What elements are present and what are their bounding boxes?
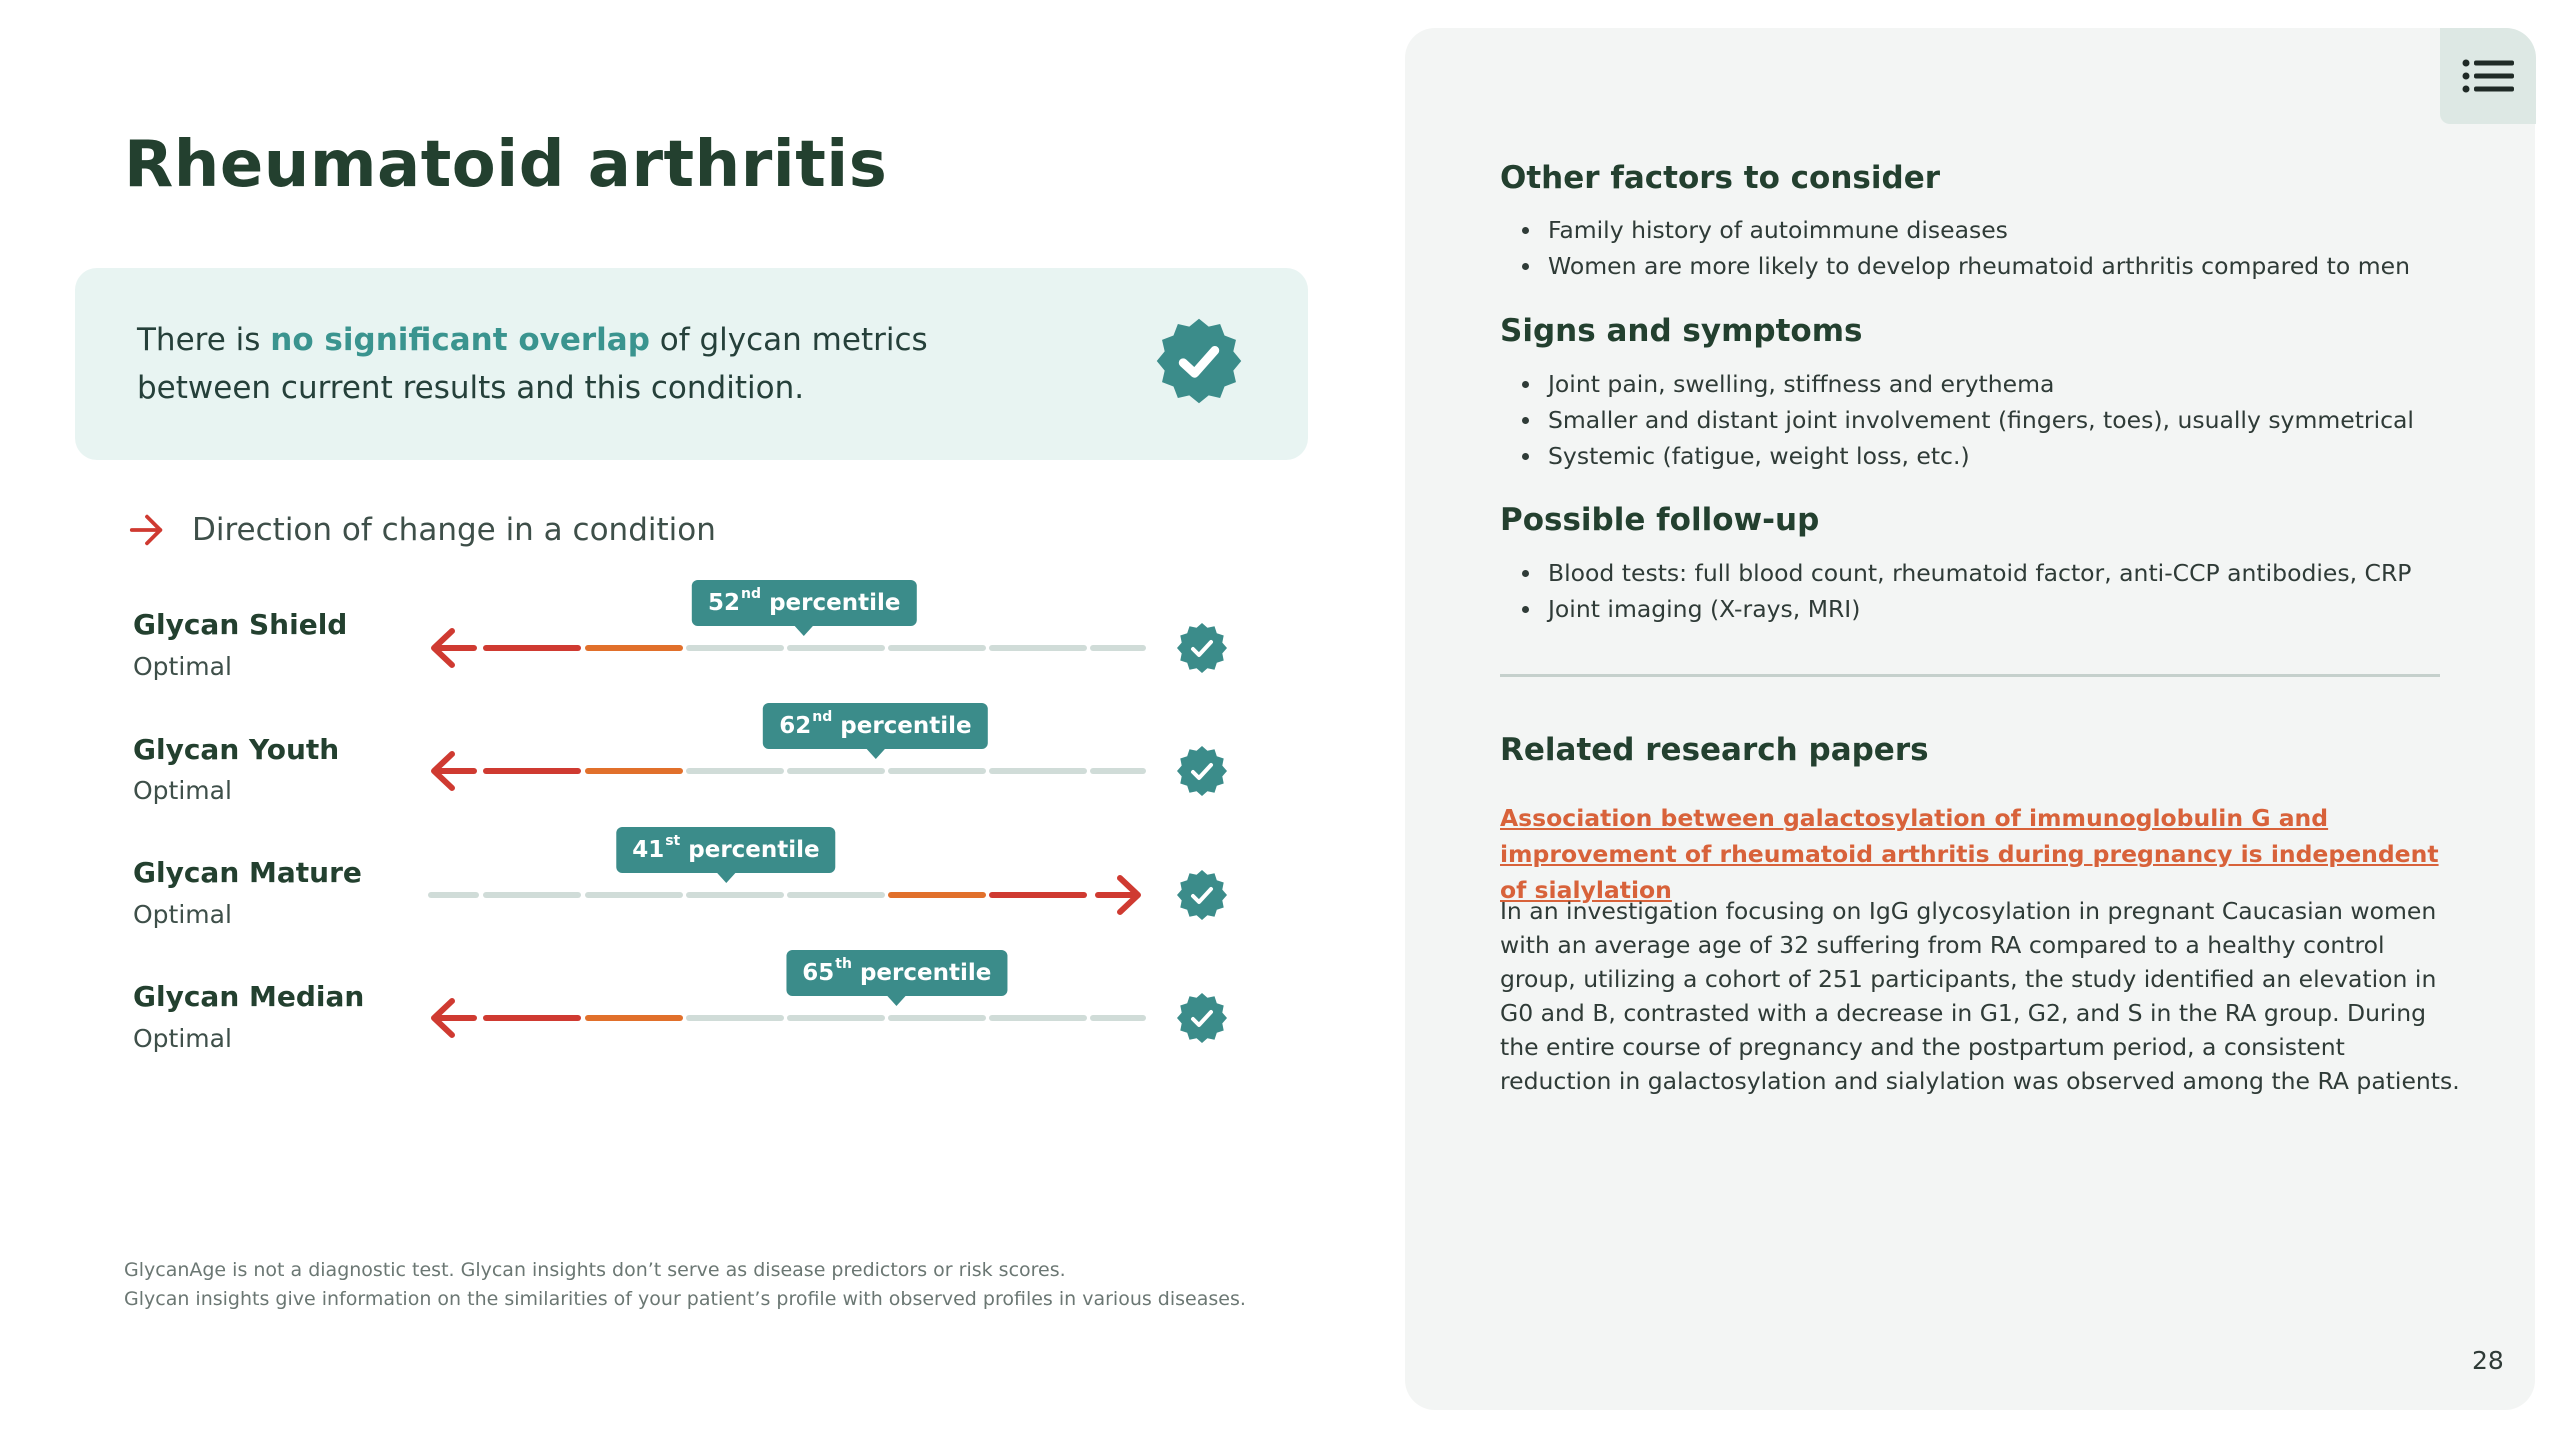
disclaimer-line-1: GlycanAge is not a diagnostic test. Glyc… xyxy=(124,1259,1066,1281)
percentile-suffix: th xyxy=(835,956,852,972)
arrow-right-icon xyxy=(129,514,163,546)
check-badge-icon xyxy=(1177,993,1227,1043)
metric-status-glycan-youth: Optimal xyxy=(133,776,232,805)
menu-button[interactable] xyxy=(2440,28,2536,124)
followup-list: Blood tests: full blood count, rheumatoi… xyxy=(1500,555,2411,627)
direction-arrow-left-icon xyxy=(431,998,455,1038)
check-mark xyxy=(1191,1010,1213,1027)
percentile-label-glycan-youth: 62nd percentile xyxy=(763,703,988,759)
signs-heading: Signs and symptoms xyxy=(1500,313,1863,349)
page-title: Rheumatoid arthritis xyxy=(124,128,888,202)
other-factors-heading: Other factors to consider xyxy=(1500,160,1941,196)
percentile-suffix: st xyxy=(665,833,681,849)
research-paper-abstract: In an investigation focusing on IgG glyc… xyxy=(1500,897,2460,1095)
list-menu-icon xyxy=(2462,59,2514,93)
list-item: Systemic (fatigue, weight loss, etc.) xyxy=(1500,438,2414,474)
disclaimer-line-2: Glycan insights give information on the … xyxy=(124,1288,1246,1310)
percentile-label-glycan-median: 65th percentile xyxy=(786,950,1008,1006)
overlap-summary-text: There is no significant overlap of glyca… xyxy=(137,316,1037,412)
check-badge-icon xyxy=(1177,623,1227,673)
percentile-word: percentile xyxy=(859,960,992,986)
page-number: 28 xyxy=(2472,1346,2504,1375)
percentile-suffix: nd xyxy=(741,586,762,602)
list-item: Women are more likely to develop rheumat… xyxy=(1500,248,2410,284)
check-mark xyxy=(1191,887,1213,904)
list-item: Blood tests: full blood count, rheumatoi… xyxy=(1500,555,2411,591)
metric-name-glycan-median: Glycan Median xyxy=(133,980,365,1013)
percentile-scales xyxy=(428,623,1227,1043)
list-item: Joint pain, swelling, stiffness and eryt… xyxy=(1500,366,2414,402)
followup-heading: Possible follow-up xyxy=(1500,502,1820,538)
check-badge-icon xyxy=(1177,746,1227,796)
research-heading: Related research papers xyxy=(1500,732,1929,768)
list-item: Joint imaging (X-rays, MRI) xyxy=(1500,591,2411,627)
research-paper-link[interactable]: Association between galactosylation of i… xyxy=(1500,804,2439,904)
summary-highlight: no significant overlap xyxy=(270,322,650,358)
direction-legend: Direction of change in a condition xyxy=(128,505,716,555)
percentile-label-glycan-mature: 41st percentile xyxy=(616,827,836,883)
disclaimer: GlycanAge is not a diagnostic test. Glyc… xyxy=(124,1256,1246,1314)
check-mark xyxy=(1191,763,1213,780)
percentile-word: percentile xyxy=(769,590,901,616)
details-panel xyxy=(1405,28,2535,1410)
overlap-summary-box: There is no significant overlap of glyca… xyxy=(75,268,1308,460)
percentile-number: 65 xyxy=(802,960,835,986)
check-badge-icon xyxy=(1177,870,1227,920)
percentile-word: percentile xyxy=(840,713,972,739)
check-mark xyxy=(1191,640,1213,657)
other-factors-list: Family history of autoimmune diseases Wo… xyxy=(1500,212,2410,284)
percentile-word: percentile xyxy=(688,837,820,863)
summary-suffix: of glycan metrics between current result… xyxy=(137,322,928,406)
metric-name-glycan-youth: Glycan Youth xyxy=(133,733,340,766)
section-divider xyxy=(1500,674,2440,677)
direction-arrow-left-icon xyxy=(431,751,455,791)
metric-name-glycan-shield: Glycan Shield xyxy=(133,608,348,641)
list-item: Smaller and distant joint involvement (f… xyxy=(1500,402,2414,438)
percentile-number: 62 xyxy=(779,713,812,739)
legend-label: Direction of change in a condition xyxy=(192,512,716,548)
signs-list: Joint pain, swelling, stiffness and eryt… xyxy=(1500,366,2414,474)
check-badge-icon xyxy=(1156,318,1242,404)
summary-prefix: There is xyxy=(137,322,271,358)
metric-status-glycan-shield: Optimal xyxy=(133,652,232,681)
metric-status-glycan-mature: Optimal xyxy=(133,900,232,929)
percentile-suffix: nd xyxy=(812,709,833,725)
percentile-number: 52 xyxy=(708,590,741,616)
direction-arrow-right-icon xyxy=(1117,875,1141,915)
direction-arrow-left-icon xyxy=(431,628,455,668)
percentile-number: 41 xyxy=(632,837,665,863)
metric-name-glycan-mature: Glycan Mature xyxy=(133,856,362,889)
list-item: Family history of autoimmune diseases xyxy=(1500,212,2410,248)
percentile-label-glycan-shield: 52nd percentile xyxy=(692,580,917,636)
metric-status-glycan-median: Optimal xyxy=(133,1024,232,1053)
